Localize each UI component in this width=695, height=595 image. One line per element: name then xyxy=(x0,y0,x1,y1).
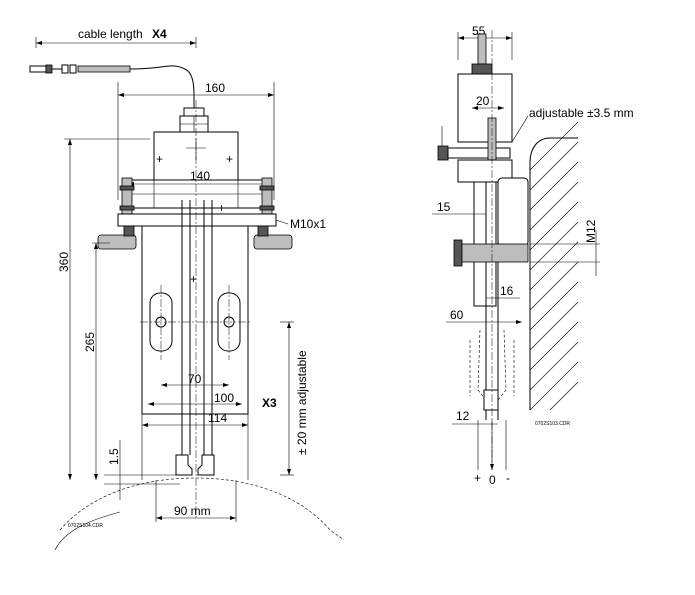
sensor-head: + + xyxy=(127,107,269,209)
dim-20: 20 xyxy=(476,94,490,108)
dim-15: 15 xyxy=(437,200,451,214)
dim-70: 70 xyxy=(188,372,202,386)
mounting-studs xyxy=(119,177,275,215)
dim-12: 12 xyxy=(456,409,470,423)
svg-text:+: + xyxy=(218,201,225,215)
file-right-label: 0702S103.CDR xyxy=(535,421,570,427)
dim-140: 140 xyxy=(190,169,210,183)
wall-hatching xyxy=(529,121,579,411)
sensor-tip xyxy=(175,454,215,476)
svg-text:+: + xyxy=(190,272,197,286)
dim-100: 100 xyxy=(214,391,234,405)
adjustable-label: adjustable ±3.5 mm xyxy=(529,106,634,120)
dim-1-5: 1.5 xyxy=(107,448,121,465)
svg-text:+: + xyxy=(226,152,233,166)
front-view: cable length X4 160 + + xyxy=(29,27,345,551)
cable-length-label: cable length xyxy=(78,27,143,41)
svg-text:+: + xyxy=(156,152,163,166)
zero-label: 0 xyxy=(489,473,496,487)
file-left-label: 0702S104.CDR xyxy=(68,523,103,529)
side-view: 55 20 adjustable ±3.5 mm 15 M12 xyxy=(432,24,634,487)
dim-114: 114 xyxy=(208,411,227,425)
m12-label: M12 xyxy=(584,219,598,243)
dim-160: 160 xyxy=(205,81,225,95)
x4-label: X4 xyxy=(152,27,167,41)
dim-265: 265 xyxy=(83,332,97,352)
x3-label: X3 xyxy=(262,396,277,410)
minus-label: - xyxy=(506,471,510,485)
m10-label: M10x1 xyxy=(290,217,326,231)
dim-90mm: 90 mm xyxy=(174,504,211,518)
slotted-holes xyxy=(140,285,250,360)
plus-label: + xyxy=(474,471,481,485)
dim-60: 60 xyxy=(450,308,464,322)
adjustable-range-label: ± 20 mm adjustable xyxy=(295,350,309,455)
dim-16: 16 xyxy=(500,284,514,298)
cable xyxy=(29,64,195,108)
dim-360: 360 xyxy=(57,252,71,272)
